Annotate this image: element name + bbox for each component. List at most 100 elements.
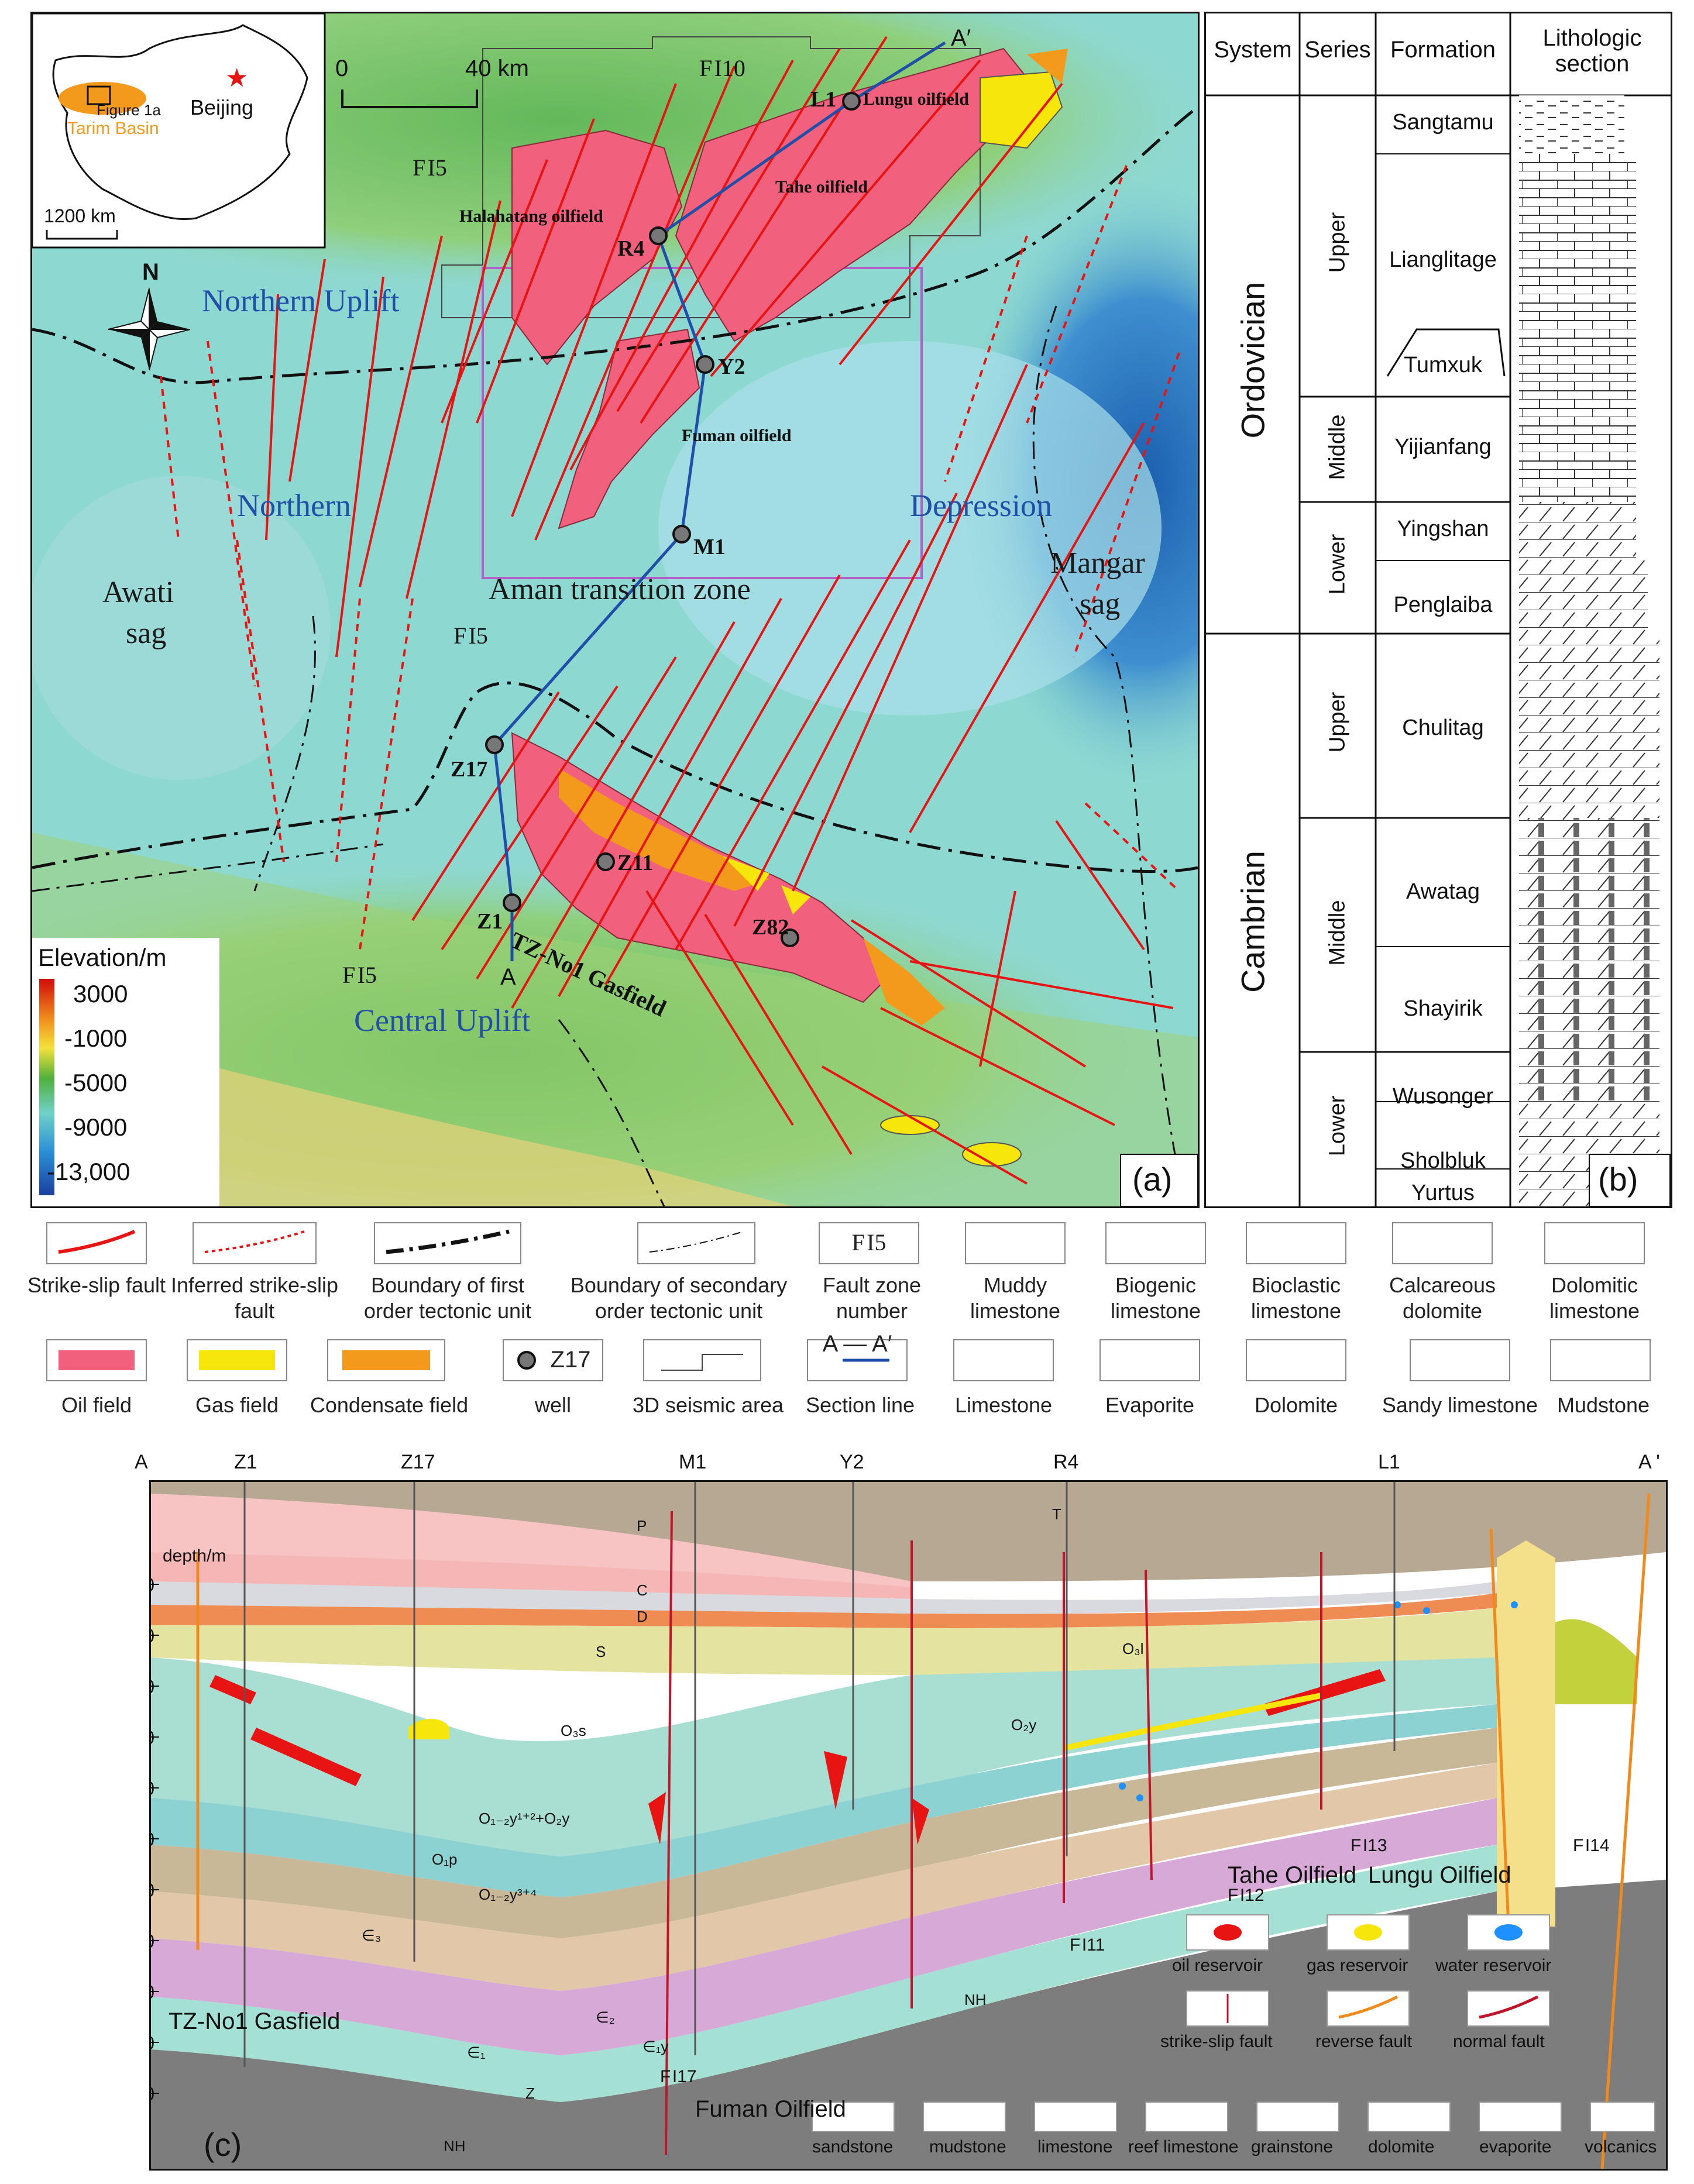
legend-label-biogenic-limestone: Biogenic limestone — [1110, 1273, 1201, 1323]
gas-field-south-2 — [962, 1142, 1022, 1167]
depth-tick-5: 5000 — [151, 1829, 154, 1851]
boundary-secondary-south — [558, 1019, 665, 1206]
depth-tick-4: 4000 — [151, 1778, 154, 1800]
elevation-map: ★ — [32, 13, 1198, 1206]
layer-o1p — [151, 1728, 1497, 1938]
panel-a-tag: (a) — [1132, 1161, 1173, 1198]
well-z82-marker[interactable] — [781, 928, 799, 947]
well-label-m1: M1 — [693, 535, 726, 559]
legend-label-mudstone: Mudstone — [1556, 1393, 1650, 1417]
layer-o3s — [151, 1657, 1497, 1856]
fault-label-fi13: F I13 — [1351, 1836, 1387, 1855]
legend-water-reservoir-icon — [1494, 1924, 1523, 1941]
depth-tick-3: 3000 — [151, 1727, 154, 1749]
legend-swatches — [46, 1222, 1651, 1381]
region-mangar-1: Mangar — [1050, 546, 1145, 580]
section-legend-boxes — [812, 1914, 1655, 2132]
layer-s — [151, 1608, 1497, 1675]
fault-label-fi17: F I17 — [660, 2067, 697, 2086]
legend-oil-field-swatch — [59, 1350, 135, 1370]
section-field-tz-no1: TZ-No1 Gasfield — [169, 2008, 341, 2034]
section-label-z17: Z17 — [401, 1451, 435, 1473]
layer-o2y — [151, 1704, 1497, 1897]
well-label-l1: L1 — [810, 87, 837, 112]
legend-reverse-fault-icon — [1338, 1995, 1399, 2019]
gas-reservoir-r4 — [1064, 1693, 1321, 1751]
legend-oil-reservoir-label: oil reservoir — [1172, 1956, 1263, 1975]
field-lungu: Lungu oilfield — [863, 90, 969, 109]
legend-dolomite-section-label: dolomite — [1368, 2137, 1435, 2157]
formation-penglaiba: Penglaiba — [1393, 593, 1493, 617]
tarim-basin-shape — [59, 82, 146, 115]
depth-title: depth/m — [163, 1546, 226, 1566]
panel-b-tag: (b) — [1598, 1161, 1638, 1198]
unit-o1p: O₁p — [432, 1851, 458, 1868]
legend-strike-slip-icon — [58, 1230, 136, 1254]
section-field-tahe: Tahe Oilfield — [1228, 1862, 1357, 1888]
elevation-colorbar — [39, 979, 54, 1195]
legend-label-dolomite: Dolomite — [1254, 1393, 1338, 1417]
lungu-uplift-block — [1497, 1540, 1555, 1927]
well-label-z82: Z82 — [752, 915, 789, 940]
inset-basin-label: Tarim Basin — [67, 119, 159, 138]
inset-map — [32, 13, 326, 249]
elevation-tick-0: 3000 — [73, 980, 128, 1007]
well-label-y2: Y2 — [718, 355, 745, 379]
legend-label-first-order: Boundary of first order tectonic unit — [363, 1273, 532, 1323]
section-end-a-prime: A′ — [951, 25, 971, 51]
well-y2-marker[interactable] — [696, 355, 714, 374]
scale-bar — [341, 90, 478, 108]
field-fuman: Fuman oilfield — [682, 426, 792, 445]
stratigraphic-column-panel: System Series Formation Lithologic secti… — [1204, 12, 1672, 1208]
legend-label-section-line: Section line — [805, 1393, 915, 1417]
legend-label-dolomitic-limestone: Dolomitic limestone — [1549, 1273, 1640, 1323]
legend-label-gas-field: Gas field — [195, 1393, 279, 1417]
unit-e1: ∈₁ — [467, 2044, 486, 2061]
boundary-secondary-mangar — [1032, 305, 1186, 1206]
tahe-oilfield-area — [675, 47, 1028, 342]
section-label-l1: L1 — [1378, 1451, 1400, 1473]
section-end-a: A — [500, 964, 516, 990]
layer-c — [151, 1581, 1497, 1615]
elevation-tick-2: -5000 — [64, 1069, 128, 1096]
well-label-z1: Z1 — [477, 909, 503, 934]
depth-tick-1: 1000 — [151, 1625, 154, 1647]
legend-well-sample: Z17 — [550, 1347, 591, 1373]
header-system: System — [1214, 37, 1292, 63]
legend-condensate-field-swatch — [342, 1350, 430, 1370]
layer-e2 — [151, 1798, 1497, 2055]
formation-sangtamu: Sangtamu — [1392, 110, 1494, 135]
legend-normal-fault-icon — [1479, 1995, 1539, 2019]
well-z11-marker[interactable] — [596, 852, 615, 871]
well-r4-marker[interactable] — [649, 226, 668, 245]
layer-p — [151, 1494, 912, 1599]
depth-tick-8: 8000 — [151, 1982, 154, 2003]
well-l1-marker[interactable] — [842, 92, 861, 111]
depth-axis — [151, 1584, 159, 2094]
scale-distance: 40 km — [465, 56, 529, 81]
section-label-m1: M1 — [679, 1451, 707, 1473]
region-awati-1: Awati — [102, 576, 174, 609]
unit-o2y: O₂y — [1011, 1716, 1037, 1734]
well-m1-marker[interactable] — [672, 525, 691, 544]
legend-label-limestone: Limestone — [954, 1393, 1053, 1417]
depth-tick-0: 0 — [151, 1574, 154, 1596]
tz-gas-field — [723, 856, 810, 914]
cross-section-drawing — [151, 1482, 1666, 2169]
header-series: Series — [1304, 37, 1371, 63]
formation-tumxuk: Tumxuk — [1404, 353, 1482, 377]
well-z1-marker[interactable] — [503, 893, 521, 912]
legend-normal-fault-label: normal fault — [1453, 2032, 1545, 2051]
strat-grid — [1206, 13, 1671, 1206]
unit-o3s: O₃s — [561, 1722, 586, 1739]
region-aman-transition-zone: Aman transition zone — [489, 573, 751, 606]
legend-label-well: well — [534, 1393, 571, 1417]
section-label-z1: Z1 — [234, 1451, 257, 1473]
tz-condensate-field-east — [863, 938, 945, 1026]
layer-e3 — [151, 1763, 1497, 1991]
legend-evaporite-section-label: evaporite — [1479, 2137, 1552, 2157]
unit-nh-east: NH — [964, 1991, 987, 2008]
formation-wusonger: Wusonger — [1392, 1084, 1494, 1109]
condensate-field-lungu — [1027, 49, 1068, 84]
well-z17-marker[interactable] — [485, 735, 504, 754]
